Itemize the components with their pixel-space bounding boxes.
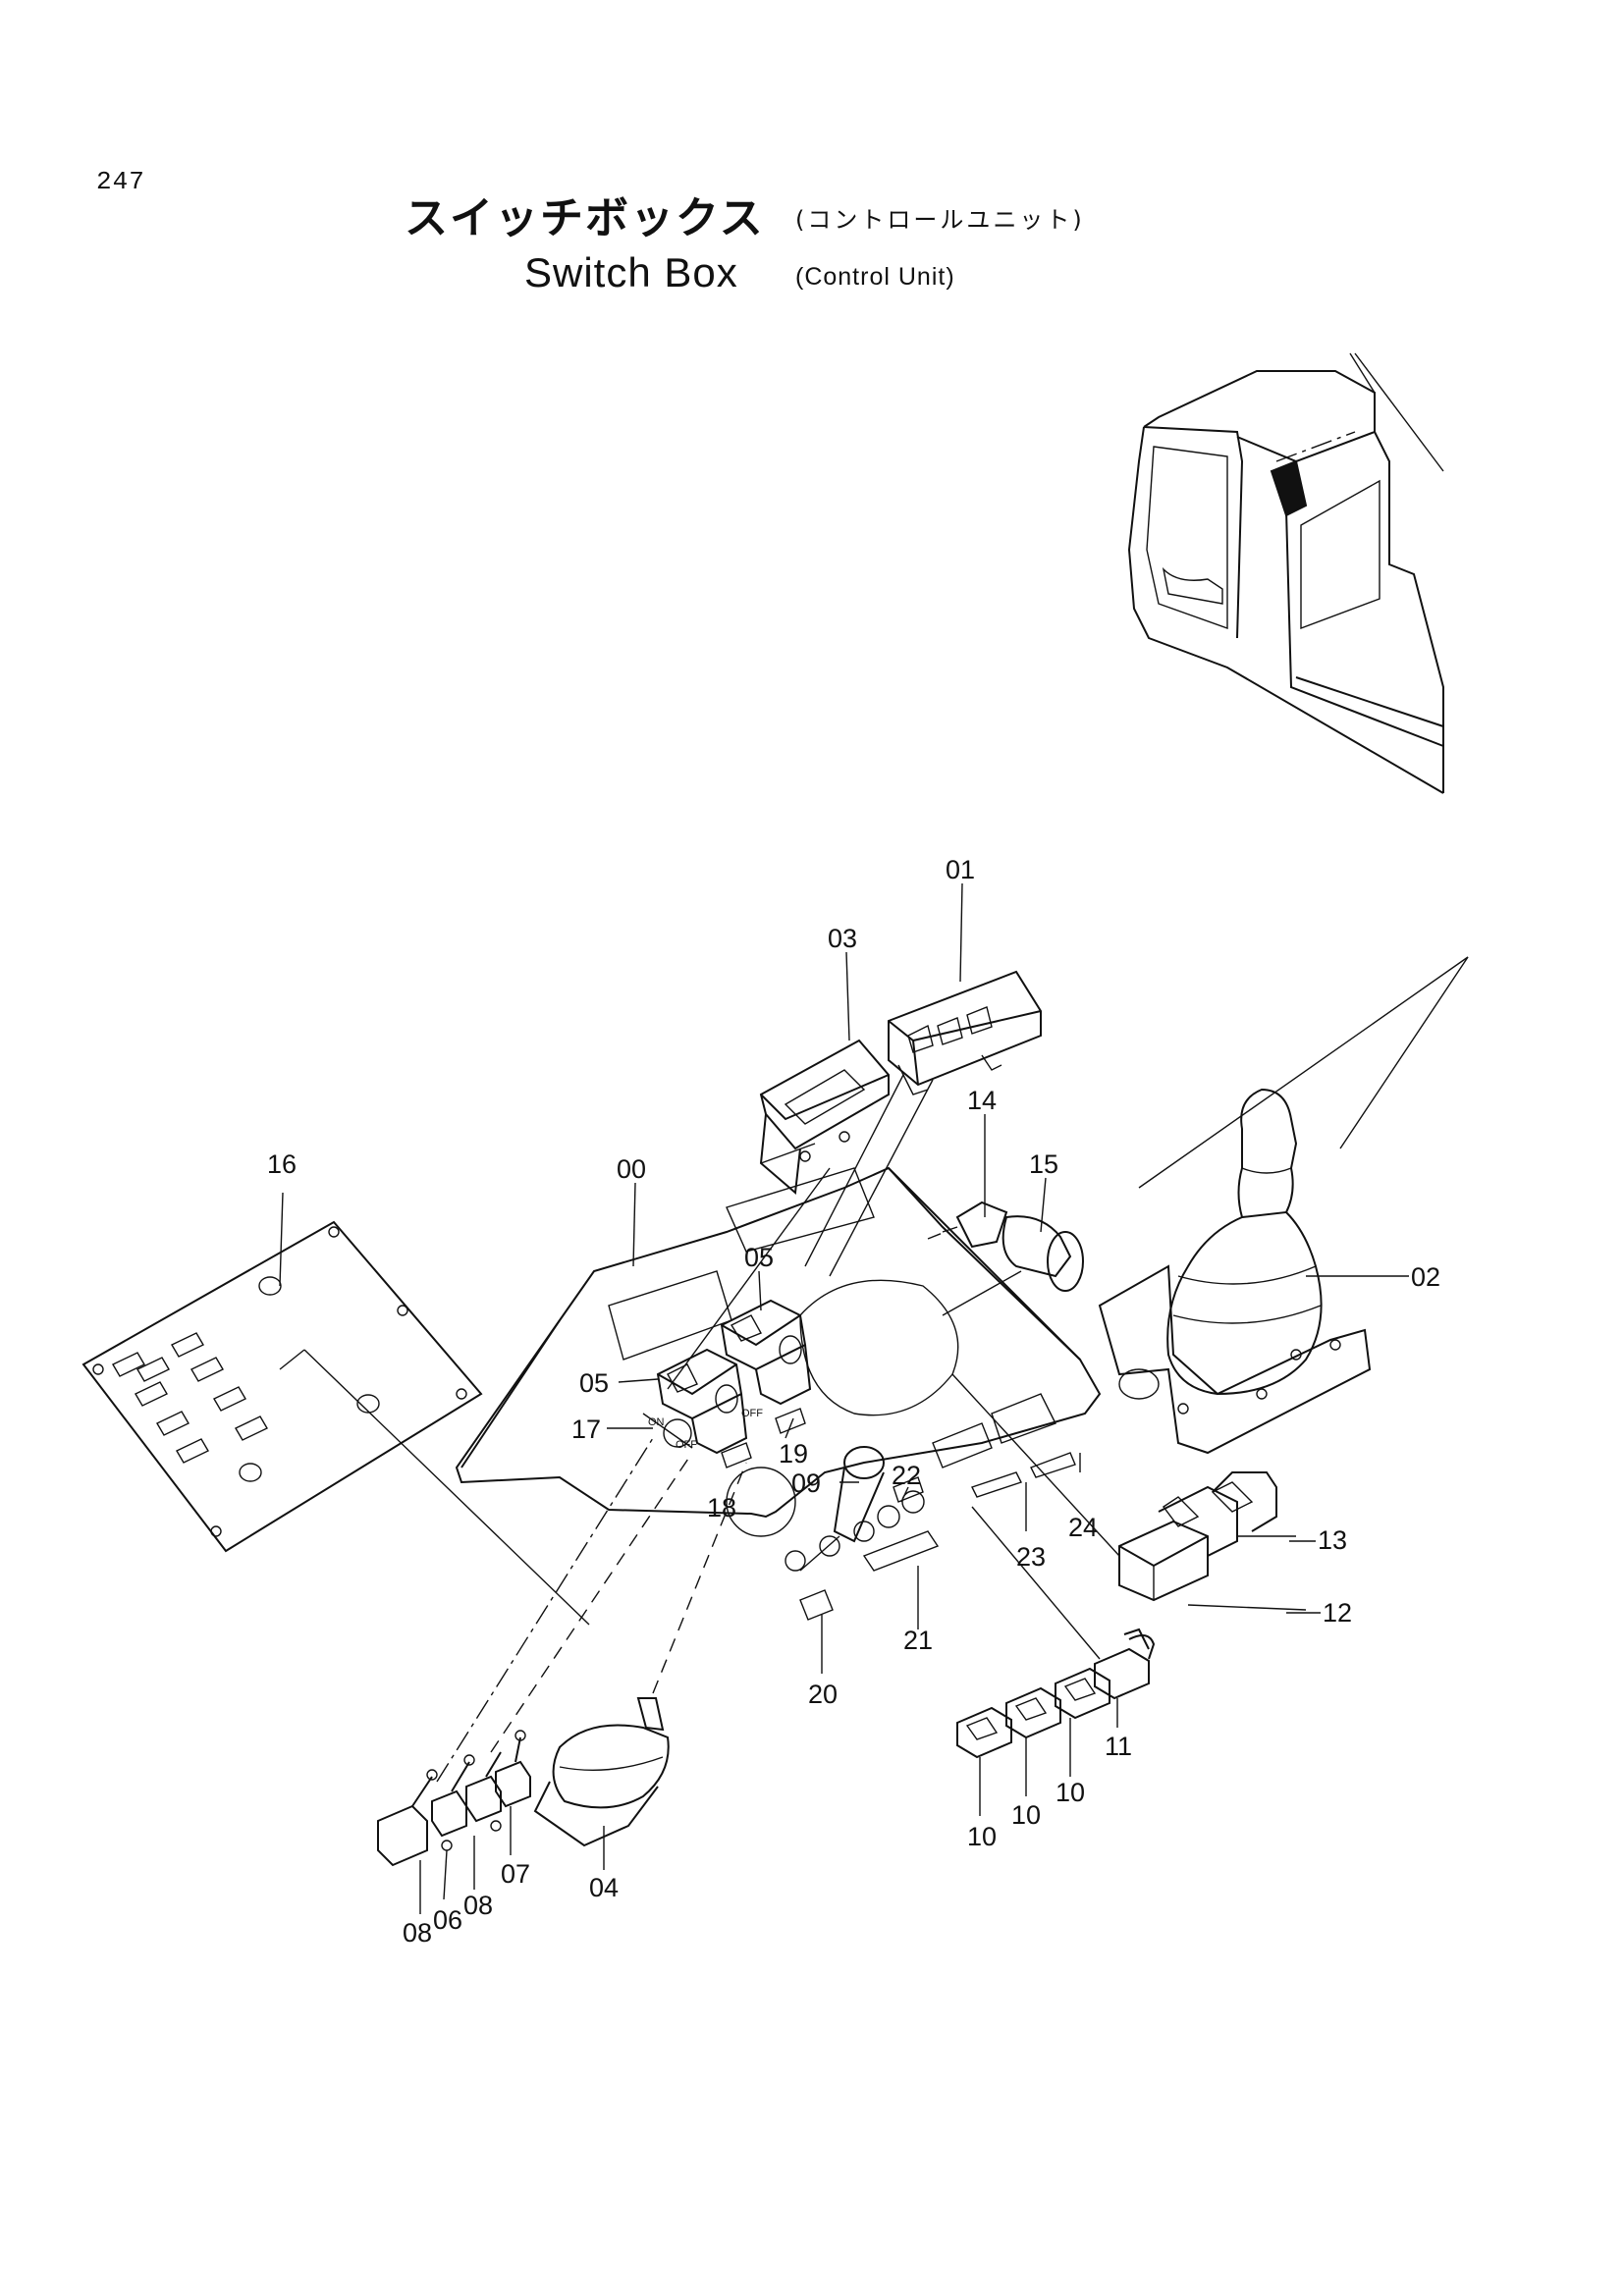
callout-13: 13 — [1318, 1525, 1347, 1555]
part-05-switches — [642, 1299, 812, 1455]
switch-off-mark-2: OFF — [741, 1408, 763, 1419]
switch-on-mark: ON — [648, 1416, 665, 1428]
callout-22: 22 — [892, 1461, 921, 1490]
callout-06: 06 — [433, 1905, 462, 1935]
callout-00: 00 — [617, 1154, 646, 1184]
switch-off-mark: OFF — [676, 1439, 697, 1451]
callout-21: 21 — [903, 1626, 933, 1655]
callout-18: 18 — [707, 1493, 736, 1522]
callout-labels: 01 03 14 15 16 00 05 02 05 17 19 22 09 1… — [267, 855, 1440, 1948]
callout-14: 14 — [967, 1086, 997, 1115]
callout-12: 12 — [1323, 1598, 1352, 1628]
callout-10-right: 10 — [1056, 1778, 1085, 1807]
callout-10-middle: 10 — [1011, 1800, 1041, 1830]
part-04-joystick — [533, 1462, 747, 1847]
callout-05-upper: 05 — [744, 1243, 774, 1272]
callout-17: 17 — [571, 1415, 601, 1444]
part-14-15-buzzer — [927, 1201, 1084, 1316]
callout-15: 15 — [1029, 1149, 1058, 1179]
callout-01: 01 — [946, 855, 975, 884]
callout-08-right: 08 — [463, 1891, 493, 1920]
callout-16: 16 — [267, 1149, 297, 1179]
part-02-joystick-right — [1098, 956, 1469, 1455]
callout-leaders — [279, 882, 1321, 1914]
callout-23: 23 — [1016, 1542, 1046, 1572]
callout-20: 20 — [808, 1680, 838, 1709]
callout-08-left: 08 — [403, 1918, 432, 1948]
callout-02: 02 — [1411, 1262, 1440, 1292]
callout-19: 19 — [779, 1439, 808, 1468]
callout-24: 24 — [1068, 1513, 1098, 1542]
callout-07: 07 — [501, 1859, 530, 1889]
subtitle-japanese: (コントロールユニット) — [795, 206, 1085, 234]
control-box-housing — [455, 1166, 1102, 1621]
callout-09: 09 — [791, 1468, 821, 1498]
callout-11: 11 — [1105, 1732, 1132, 1761]
subtitle-english: (Control Unit) — [795, 263, 955, 291]
page-number: 247 — [96, 167, 145, 196]
title-english: Switch Box — [524, 249, 738, 295]
callout-05-lower: 05 — [579, 1368, 609, 1398]
part-01-monitor — [804, 970, 1042, 1277]
part-09-dial — [799, 1446, 885, 1572]
part-03-gauge — [667, 1039, 890, 1390]
part-16-circuit-board — [81, 1220, 590, 1626]
part-12-13-switches — [951, 1373, 1307, 1611]
part-06-07-08-toggle-switches — [377, 1437, 693, 1867]
callout-03: 03 — [828, 924, 857, 953]
cab-location-inset — [1127, 352, 1444, 794]
callout-04: 04 — [589, 1873, 619, 1902]
title-japanese: スイッチボックス — [405, 193, 765, 243]
part-10-11-switch-row — [956, 1506, 1156, 1759]
callout-10-left: 10 — [967, 1822, 997, 1851]
